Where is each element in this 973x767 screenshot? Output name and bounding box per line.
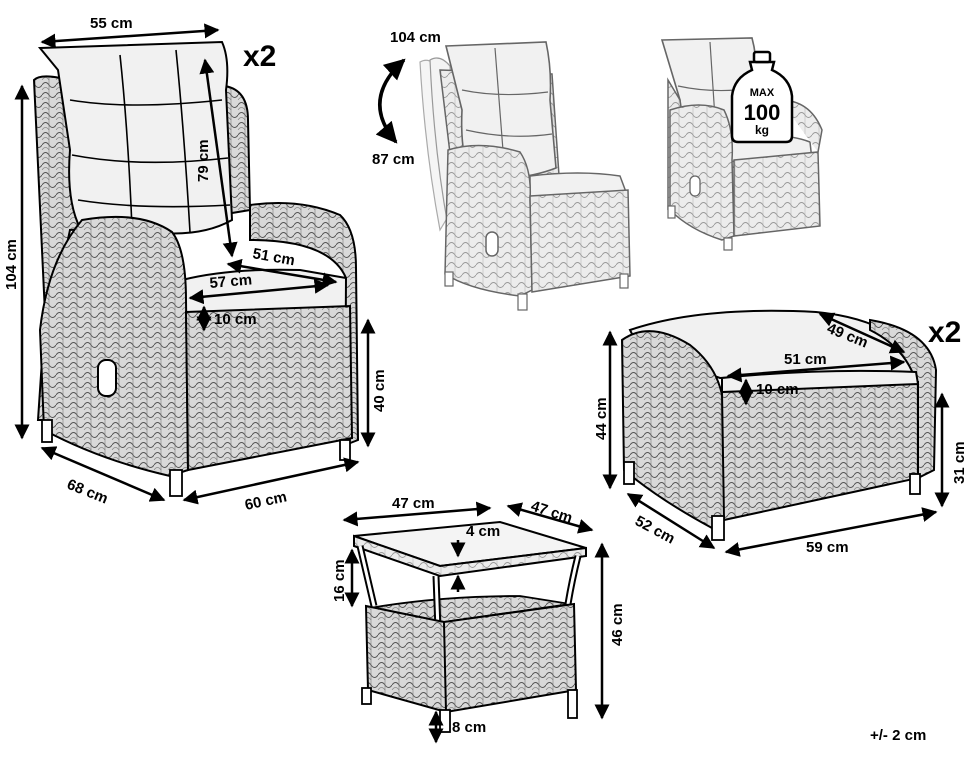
recline-reclined-label: 87 cm [372,151,415,168]
chair-front-panel [184,304,354,472]
load-max-value: 100 [744,100,781,125]
main-chair [32,40,360,497]
load-max-label: MAX [750,87,775,99]
recline-lever [97,359,117,397]
chair-seat-height-label: 40 cm [371,369,388,412]
chair-width-label: 60 cm [243,488,288,513]
table-width-label: 47 cm [392,495,435,512]
ottoman-cushion-width-label: 51 cm [784,351,827,368]
chair-depth-label: 68 cm [65,476,111,508]
chair-left-arm [38,215,190,478]
ottoman-width-label: 59 cm [806,539,849,556]
ottoman-height-label: 44 cm [593,397,610,440]
ottoman-qty-label: x2 [928,316,961,349]
table-leg-height-label: 8 cm [452,719,486,736]
recline-chair-view [375,41,631,311]
ottoman-dimension-lines [602,312,950,557]
load-chair-view [660,37,823,251]
table-dimension-lines [342,501,610,744]
chair-seat-width-label: 57 cm [209,271,253,292]
chair-backrest-height-label: 79 cm [195,139,212,182]
chair-dimension-lines [14,23,376,505]
weight-icon [730,60,794,144]
table-depth-label: 47 cm [529,498,575,527]
load-max-unit: kg [755,123,769,137]
recline-arrow [375,58,406,144]
ottoman-cushion-thickness-label: 10 cm [756,381,799,398]
chair-qty-label: x2 [243,40,276,73]
chair-cushion-width-label: 55 cm [90,15,133,32]
ottoman-front [720,380,919,522]
side-table [353,520,587,733]
chair-cushion-thickness-label: 10 cm [214,311,257,328]
table-clearance-label: 16 cm [331,559,348,602]
ottoman-depth-label: 52 cm [632,513,678,548]
ottoman-seat-height-label: 31 cm [951,441,968,484]
chair-seat-depth-label: 51 cm [251,245,296,269]
table-shelf [369,595,571,623]
table-base [364,602,578,714]
table-top-thickness-label: 4 cm [466,523,500,540]
recline-upright-label: 104 cm [390,29,441,46]
table-height-label: 46 cm [609,603,626,646]
tolerance-label: +/- 2 cm [870,727,926,744]
chair-height-label: 104 cm [3,239,20,290]
